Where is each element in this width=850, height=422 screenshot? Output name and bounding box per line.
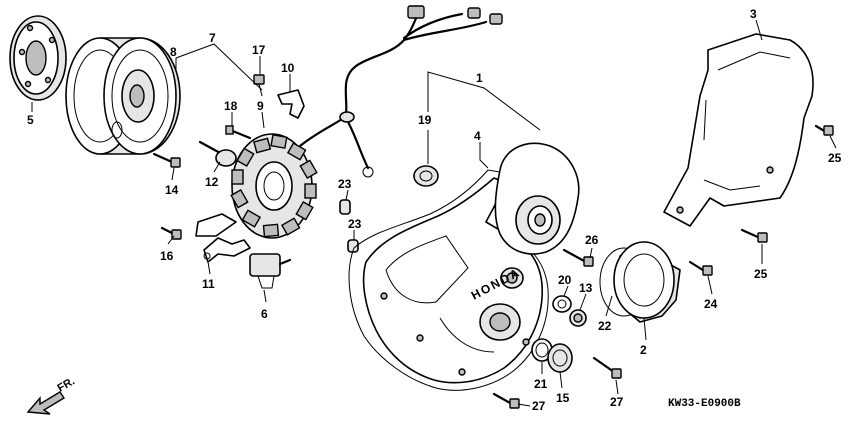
- callout-5: 5: [27, 113, 34, 127]
- part-1-crankcase-cover: HONDA: [362, 142, 580, 384]
- callout-13: 13: [579, 281, 593, 295]
- arrow-left-icon: [26, 391, 65, 415]
- part-8-flywheel: [65, 37, 181, 155]
- part-16-bolt: [160, 226, 182, 240]
- callout-8: 8: [170, 45, 177, 59]
- leader-lines: [31, 19, 837, 407]
- part-25-bolt-upper: [814, 124, 834, 136]
- part-25-bolt-lower: [740, 228, 768, 243]
- callout-17: 17: [252, 43, 266, 57]
- callout-26: 26: [585, 233, 599, 247]
- part-11-clamp: [203, 237, 251, 263]
- part-12-bolt: [198, 140, 237, 167]
- callout-25-upper: 25: [828, 151, 842, 165]
- callout-27-right: 27: [610, 395, 624, 409]
- part-23-dowel-upper: [339, 199, 351, 215]
- callout-10: 10: [281, 61, 295, 75]
- part-20-washer: [552, 295, 572, 313]
- callout-23-lower: 23: [348, 217, 362, 231]
- diagram-code: KW33-E0900B: [668, 398, 741, 410]
- direction-label: FR.: [56, 375, 77, 394]
- callout-22: 22: [598, 319, 612, 333]
- part-6-sensor: [249, 253, 292, 289]
- callout-25-lower: 25: [754, 267, 768, 281]
- part-15-cap: [547, 343, 573, 373]
- part-10-clamp: [277, 89, 305, 119]
- callout-19: 19: [418, 113, 432, 127]
- callout-20: 20: [558, 273, 572, 287]
- part-27-bolt-right: [592, 356, 622, 379]
- part-4-gasket: [348, 169, 549, 391]
- part-18-screw: [225, 125, 252, 140]
- callout-labels: 5 8 7 17 10 9 18 12 14 16 11 6 23 23 1 1…: [27, 7, 842, 413]
- callout-23-upper: 23: [338, 177, 352, 191]
- callout-7: 7: [209, 31, 216, 45]
- callout-3: 3: [750, 7, 757, 21]
- part-26-bolt: [562, 248, 594, 267]
- part-24-bolt: [688, 260, 713, 276]
- callout-1: 1: [476, 71, 483, 85]
- part-17-bolt: [253, 74, 265, 97]
- callout-16: 16: [160, 249, 174, 263]
- part-2-cover: [613, 241, 681, 323]
- part-27-bolt-left: [492, 392, 520, 409]
- stator-assembly: [195, 133, 318, 239]
- callout-2: 2: [640, 343, 647, 357]
- callout-14: 14: [165, 183, 179, 197]
- callout-27-left: 27: [532, 399, 546, 413]
- callout-18: 18: [224, 99, 238, 113]
- callout-15: 15: [556, 391, 570, 405]
- part-5-flange: [9, 15, 67, 101]
- callout-11: 11: [202, 277, 215, 291]
- part-13-plug: [569, 309, 587, 327]
- callout-24: 24: [704, 297, 718, 311]
- part-3-sprocket-cover: [663, 33, 814, 227]
- callout-6: 6: [261, 307, 268, 321]
- callout-21: 21: [534, 377, 548, 391]
- callout-9: 9: [257, 99, 264, 113]
- front-direction-indicator: FR.: [26, 375, 77, 415]
- callout-12: 12: [205, 175, 219, 189]
- callout-4: 4: [474, 129, 481, 143]
- part-14-bolt: [152, 152, 181, 168]
- part-19-seal: [413, 165, 439, 187]
- wiring-harness: [298, 5, 503, 178]
